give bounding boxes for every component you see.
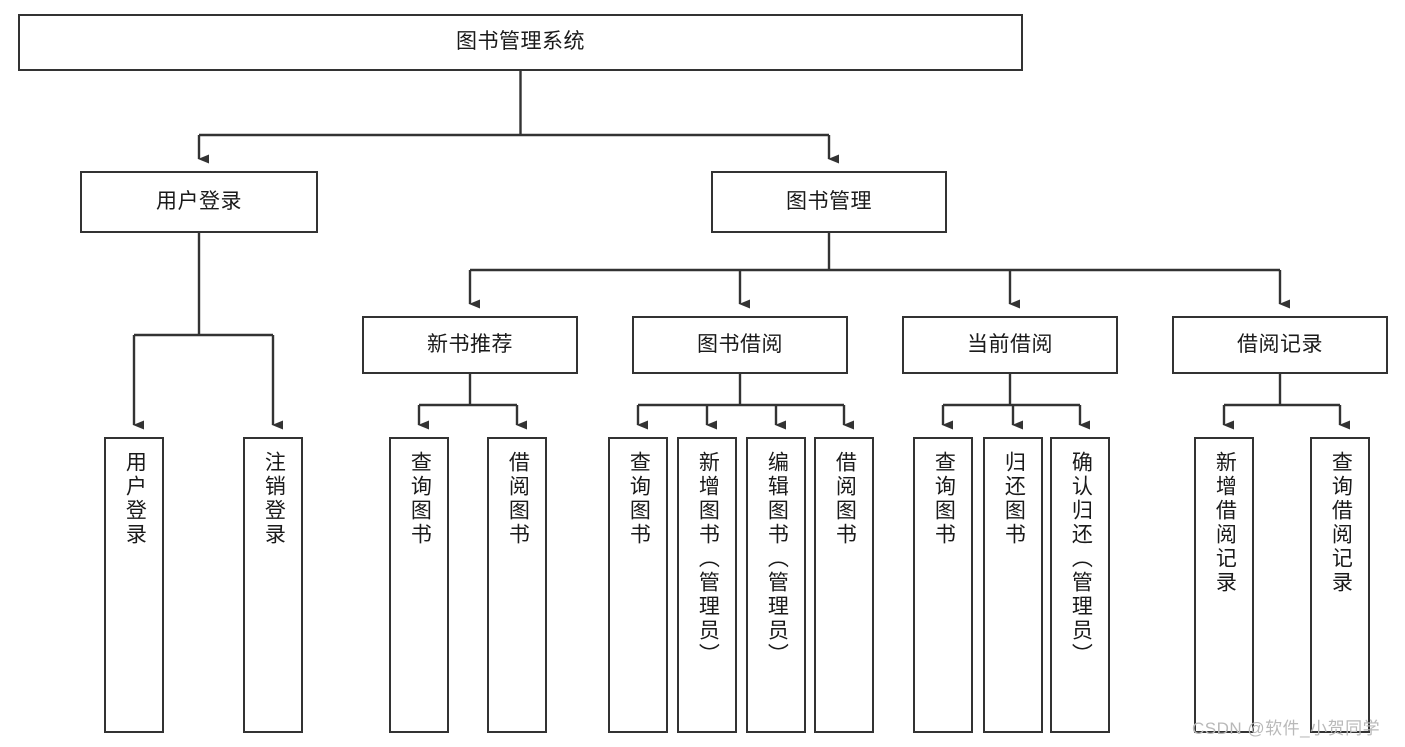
leaf-box-2: 查询图书: [389, 437, 449, 733]
level3-label-2: 当前借阅: [967, 332, 1053, 356]
leaf-label-7: 借阅图书: [833, 451, 857, 547]
leaf-label-12: 查询借阅记录: [1329, 451, 1353, 595]
level2-box-0: 用户登录: [80, 171, 318, 233]
leaf-label-6: 编辑图书（管理员）: [765, 451, 789, 667]
leaf-label-3: 借阅图书: [506, 451, 530, 547]
root-label-0: 图书管理系统: [456, 30, 585, 54]
leaf-box-3: 借阅图书: [487, 437, 547, 733]
leaf-box-5: 新增图书（管理员）: [677, 437, 737, 733]
leaf-box-4: 查询图书: [608, 437, 668, 733]
leaf-box-11: 新增借阅记录: [1194, 437, 1254, 733]
level3-box-2: 当前借阅: [902, 316, 1118, 374]
leaf-box-0: 用户登录: [104, 437, 164, 733]
leaf-label-1: 注销登录: [262, 451, 286, 547]
level3-label-1: 图书借阅: [697, 332, 783, 356]
root-box-0: 图书管理系统: [18, 14, 1023, 71]
leaf-box-10: 确认归还（管理员）: [1050, 437, 1110, 733]
leaf-label-4: 查询图书: [627, 451, 651, 547]
leaf-label-5: 新增图书（管理员）: [696, 451, 720, 667]
leaf-box-1: 注销登录: [243, 437, 303, 733]
level3-box-3: 借阅记录: [1172, 316, 1388, 374]
level2-label-1: 图书管理: [786, 189, 872, 213]
leaf-label-10: 确认归还（管理员）: [1069, 451, 1093, 667]
leaf-box-9: 归还图书: [983, 437, 1043, 733]
leaf-label-0: 用户登录: [123, 451, 147, 547]
leaf-label-9: 归还图书: [1002, 451, 1026, 547]
leaf-box-6: 编辑图书（管理员）: [746, 437, 806, 733]
level3-label-3: 借阅记录: [1237, 332, 1323, 356]
level3-box-0: 新书推荐: [362, 316, 578, 374]
leaf-box-12: 查询借阅记录: [1310, 437, 1370, 733]
level3-box-1: 图书借阅: [632, 316, 848, 374]
csdn-watermark: CSDN @软件_小贺同学: [1192, 719, 1381, 738]
leaf-box-7: 借阅图书: [814, 437, 874, 733]
leaf-label-11: 新增借阅记录: [1213, 451, 1237, 595]
level3-label-0: 新书推荐: [427, 332, 513, 356]
leaf-label-8: 查询图书: [932, 451, 956, 547]
leaf-label-2: 查询图书: [408, 451, 432, 547]
leaf-box-8: 查询图书: [913, 437, 973, 733]
level2-label-0: 用户登录: [156, 189, 242, 213]
level2-box-1: 图书管理: [711, 171, 947, 233]
